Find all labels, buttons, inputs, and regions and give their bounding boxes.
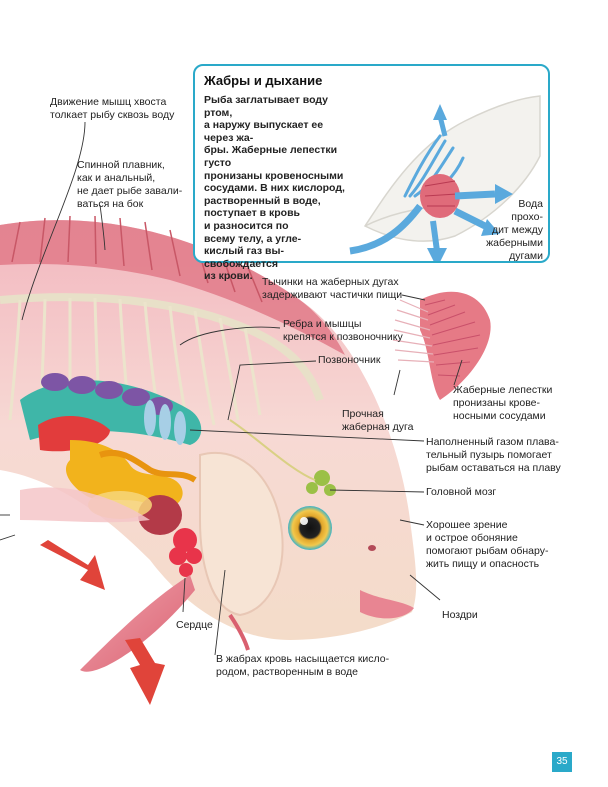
motion-arrow-down bbox=[125, 638, 165, 705]
label-spine: Позвоночник bbox=[318, 354, 381, 366]
water-passes-label: Вода прохо- дит между жаберными дугами bbox=[486, 198, 543, 262]
pectoral-fin bbox=[20, 487, 150, 523]
label-gill-filaments: Жаберные лепестки пронизаны крове- носны… bbox=[453, 384, 553, 422]
anal-fin-stub bbox=[228, 613, 250, 651]
label-swim-bladder: Наполненный газом плава- тельный пузырь … bbox=[426, 436, 561, 474]
intestine-organ bbox=[65, 440, 183, 509]
spine-segments bbox=[144, 400, 186, 445]
mouth bbox=[360, 590, 414, 619]
dorsal-muscle bbox=[0, 220, 345, 355]
gills-info-box: Жабры и дыхание Рыба заглатывает воду рт… bbox=[193, 64, 550, 282]
label-brain: Головной мозг bbox=[426, 486, 497, 498]
label-gill-arch: Прочная жаберная дуга bbox=[342, 408, 414, 433]
gill-cover bbox=[199, 451, 284, 617]
eye bbox=[288, 506, 332, 550]
label-dorsal-fin: Спинной плавник, как и анальный, не дает… bbox=[77, 159, 183, 210]
gill-detail bbox=[392, 291, 491, 400]
label-gills-blood: В жабрах кровь насыщается кисло- родом, … bbox=[216, 653, 390, 678]
label-nostrils: Ноздри bbox=[442, 609, 478, 621]
spine-bone bbox=[0, 293, 324, 402]
motion-arrow-left bbox=[40, 540, 105, 590]
label-vision: Хорошее зрение и острое обоняние помогаю… bbox=[426, 519, 549, 570]
heart-organ bbox=[169, 528, 202, 577]
label-gill-rakers: Тычинки на жаберных дугах задерживают ча… bbox=[262, 276, 403, 301]
gills-box-title: Жабры и дыхание bbox=[204, 73, 323, 88]
brain-organ bbox=[306, 470, 336, 496]
label-tail-muscles: Движение мышц хвоста толкает рыбу сквозь… bbox=[50, 96, 175, 121]
page-number: 35 bbox=[552, 752, 572, 772]
nostril bbox=[368, 545, 376, 551]
gill-flow-diagram bbox=[349, 95, 541, 261]
gills-box-text: Рыба заглатывает воду ртом, а наружу вып… bbox=[204, 94, 345, 283]
intestine-loops bbox=[99, 449, 197, 483]
label-ribs: Ребра и мышцы крепятся к позвоночнику bbox=[283, 318, 403, 343]
label-heart: Сердце bbox=[176, 619, 213, 631]
pelvic-fin bbox=[80, 575, 195, 672]
